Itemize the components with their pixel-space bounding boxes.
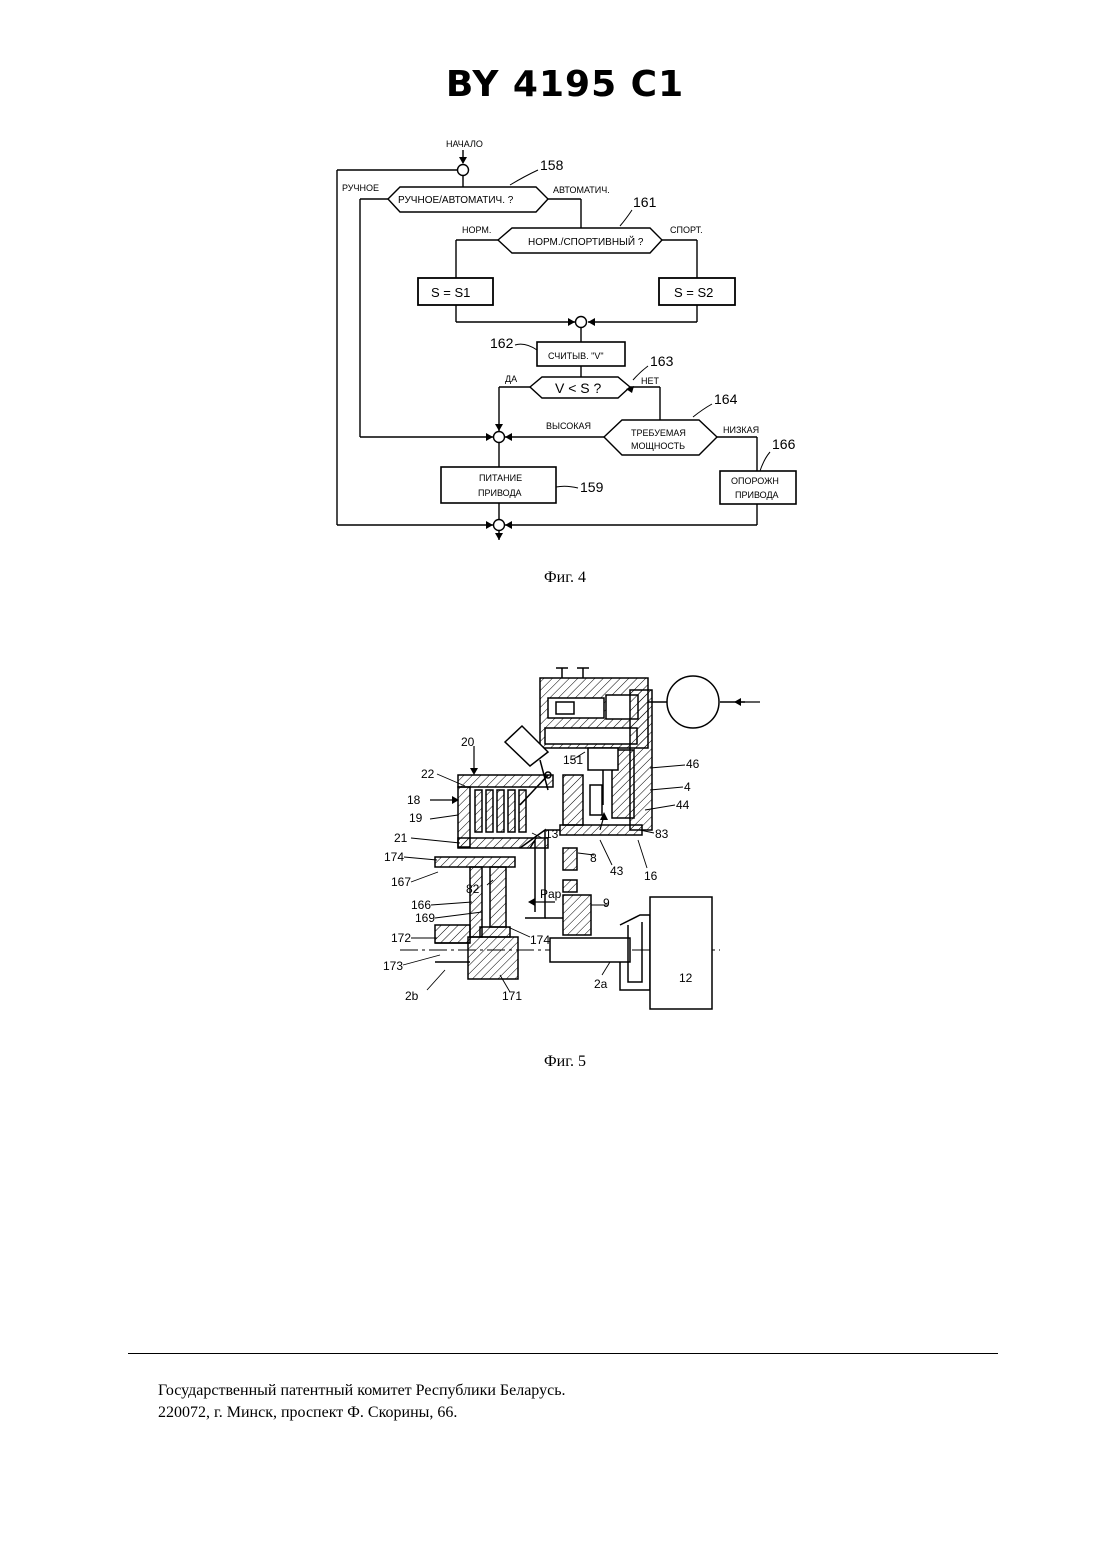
f5-label-2b: 2b <box>405 989 419 1003</box>
f5-label-46: 46 <box>686 757 700 771</box>
figure-5-drawing: 20 22 18 19 21 174 167 166 169 172 173 2… <box>0 0 1100 1060</box>
f5-label-151: 151 <box>563 753 583 767</box>
f5-label-169: 169 <box>415 911 435 925</box>
f5-label-12: 12 <box>679 971 693 985</box>
f5-label-19: 19 <box>409 811 423 825</box>
footer-line-2: 220072, г. Минск, проспект Ф. Скорины, 6… <box>158 1402 566 1424</box>
f5-label-82: 82 <box>466 882 480 896</box>
footer: Государственный патентный комитет Респуб… <box>158 1380 566 1424</box>
f5-label-22: 22 <box>421 767 435 781</box>
f5-label-174b: 174 <box>530 933 550 947</box>
f5-label-16: 16 <box>644 869 658 883</box>
footer-divider <box>128 1353 998 1354</box>
f5-label-4: 4 <box>684 780 691 794</box>
f5-label-2a: 2a <box>594 977 608 991</box>
figure-5-caption: Фиг. 5 <box>0 1053 1100 1071</box>
footer-line-1: Государственный патентный комитет Респуб… <box>158 1380 566 1402</box>
f5-label-43: 43 <box>610 864 624 878</box>
f5-label-20: 20 <box>461 735 475 749</box>
f5-label-171: 171 <box>502 989 522 1003</box>
f5-label-13: 13 <box>545 827 559 841</box>
f5-label-173: 173 <box>383 959 403 973</box>
f5-label-83: 83 <box>655 827 669 841</box>
f5-label-pap: Pap <box>540 887 562 901</box>
f5-label-172: 172 <box>391 931 411 945</box>
f5-label-9: 9 <box>603 896 610 910</box>
f5-label-166: 166 <box>411 898 431 912</box>
f5-label-167: 167 <box>391 875 411 889</box>
f5-label-44: 44 <box>676 798 690 812</box>
f5-label-18: 18 <box>407 793 421 807</box>
f5-label-174a: 174 <box>384 850 404 864</box>
f5-label-8: 8 <box>590 851 597 865</box>
f5-label-21: 21 <box>394 831 408 845</box>
